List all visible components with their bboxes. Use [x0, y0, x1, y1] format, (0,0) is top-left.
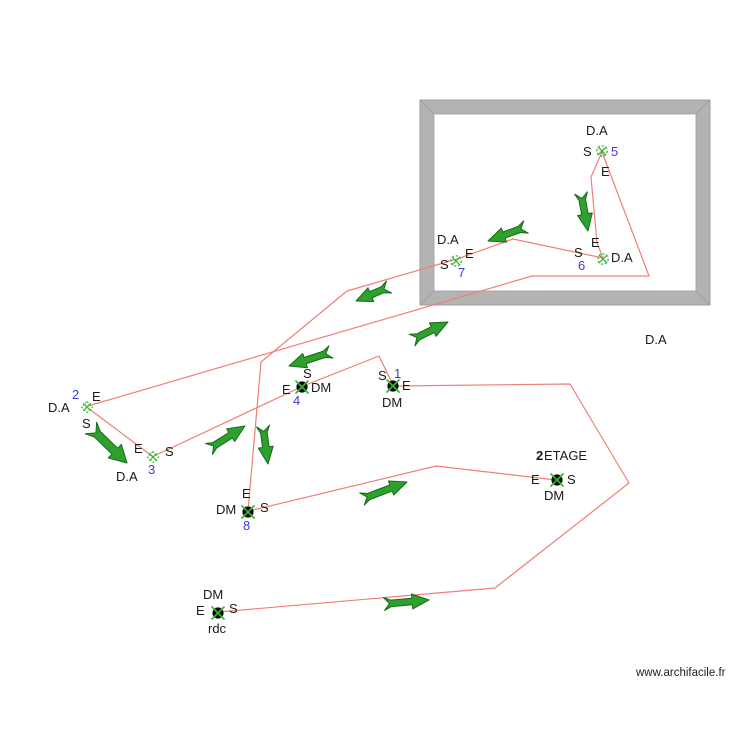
- floor-number-etage: 2: [536, 448, 544, 463]
- route-arrow-upright-mid-icon: [408, 321, 449, 347]
- route-arrow-right-rdc-icon: [382, 593, 430, 611]
- device-label-s-7: S: [440, 257, 449, 272]
- route-arrow-downright-left-icon: [84, 421, 128, 464]
- evacuation-route-3-to-4: [153, 386, 302, 457]
- route-arrow-upright-lower-icon: [204, 425, 246, 455]
- device-label-s-3: S: [165, 444, 174, 459]
- route-arrow-right-to-etage-icon: [359, 480, 408, 506]
- device-label-e-7: E: [465, 246, 474, 261]
- evacuation-route-1-to-rdc: [218, 383, 630, 613]
- device-marker-6[interactable]: [597, 253, 609, 265]
- device-number-1: 1: [394, 366, 402, 381]
- device-label-da-5: D.A: [586, 123, 608, 138]
- evacuation-route-6-to-7: [456, 238, 604, 260]
- evacuation-route-8-to-etage: [248, 465, 557, 512]
- device-label-s-1: S: [378, 368, 387, 383]
- label-da-floating: D.A: [645, 332, 667, 347]
- device-marker-4[interactable]: [295, 380, 309, 394]
- route-arrow-left-mid-upper-icon: [355, 280, 393, 303]
- device-label-s-rdc: S: [229, 601, 238, 616]
- device-label-dm-etage: DM: [544, 488, 565, 503]
- device-marker-rdc[interactable]: [211, 606, 225, 620]
- device-label-s-6: S: [574, 245, 583, 260]
- route-arrow-down-room-icon: [574, 191, 593, 232]
- evacuation-route-room-corner-to-5: [532, 151, 650, 277]
- device-label-s-8: S: [260, 500, 269, 515]
- route-arrow-down-to-8-icon: [256, 424, 274, 465]
- watermark: www.archifacile.fr: [636, 667, 726, 679]
- device-marker-3[interactable]: [146, 450, 160, 464]
- device-label-e-3: E: [134, 441, 143, 456]
- device-marker-etage[interactable]: [550, 473, 564, 487]
- device-label-dm-8: DM: [216, 502, 237, 517]
- device-label-e-8: E: [242, 486, 251, 501]
- device-label-s-5: S: [583, 144, 592, 159]
- device-number-3: 3: [148, 462, 156, 477]
- device-marker-7[interactable]: [450, 255, 462, 267]
- route-arrow-left-mid-lower-icon: [288, 345, 334, 369]
- device-marker-1[interactable]: [386, 379, 400, 393]
- device-label-s-4: S: [303, 366, 312, 381]
- device-number-8: 8: [243, 518, 251, 533]
- route-arrow-left-room-icon: [487, 220, 529, 243]
- device-number-7: 7: [458, 265, 466, 280]
- device-label-s-etage: S: [567, 472, 576, 487]
- device-marker-8[interactable]: [241, 505, 255, 519]
- evacuation-route-4-to-1: [302, 355, 394, 387]
- device-label-da-3: D.A: [116, 469, 138, 484]
- device-label-dm-rdc: DM: [203, 587, 224, 602]
- device-label-da-6: D.A: [611, 250, 633, 265]
- device-label-e-5: E: [601, 164, 610, 179]
- device-label-da-2: D.A: [48, 400, 70, 415]
- device-label-dm-1: DM: [382, 395, 403, 410]
- device-label-e-rdc: E: [196, 603, 205, 618]
- device-label-e-6: E: [591, 235, 600, 250]
- device-label-dm-4: DM: [311, 380, 332, 395]
- device-label-e-1: E: [402, 378, 411, 393]
- floor-label-rdc: rdc: [208, 621, 227, 636]
- evacuation-route-7-to-8: [247, 258, 458, 512]
- device-label-da-7: D.A: [437, 232, 459, 247]
- device-marker-2[interactable]: [80, 400, 94, 414]
- evacuation-route-exit-2-to-room: [87, 275, 533, 407]
- room-wall: [419, 99, 711, 306]
- device-number-5: 5: [611, 144, 619, 159]
- evacuation-route-2-to-3: [87, 407, 153, 457]
- floor-label-etage: ETAGE: [544, 448, 588, 463]
- device-number-4: 4: [293, 393, 301, 408]
- evacuation-route-5-to-6: [590, 151, 604, 259]
- device-number-2: 2: [72, 387, 80, 402]
- device-marker-5[interactable]: [596, 145, 608, 157]
- device-label-e-2: E: [92, 389, 101, 404]
- device-label-e-4: E: [282, 382, 291, 397]
- device-label-e-etage: E: [531, 472, 540, 487]
- device-label-s-2: S: [82, 416, 91, 431]
- device-number-6: 6: [578, 258, 586, 273]
